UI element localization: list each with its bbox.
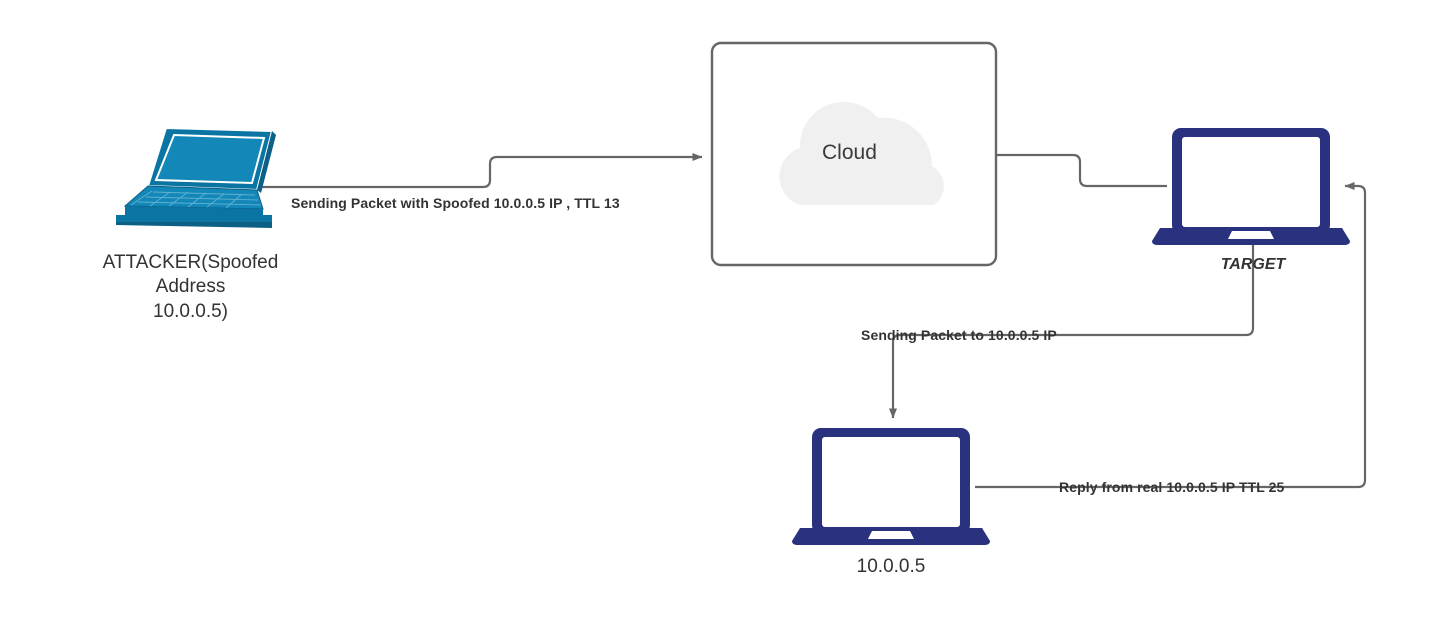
edge-label-victim-to-target: Reply from real 10.0.0.5 IP TTL 25 [1059,479,1285,495]
cloud-label: Cloud [822,141,877,164]
edge-label-target-to-victim: Sending Packet to 10.0.0.5 IP [861,327,1057,343]
edge-attacker-to-cloud [262,153,703,189]
target-label: TARGET [1220,256,1286,273]
edge-target-to-victim [889,238,1255,419]
cloud-icon [779,101,944,205]
edge-label-attacker-to-cloud: Sending Packet with Spoofed 10.0.0.5 IP … [291,195,620,211]
edge-victim-to-target [975,182,1367,489]
victim-label: 10.0.0.5 [856,556,926,577]
attacker-label: ATTACKER(Spoofed Address 10.0.0.5) [102,252,279,322]
edge-cloud-to-target [997,153,1167,188]
